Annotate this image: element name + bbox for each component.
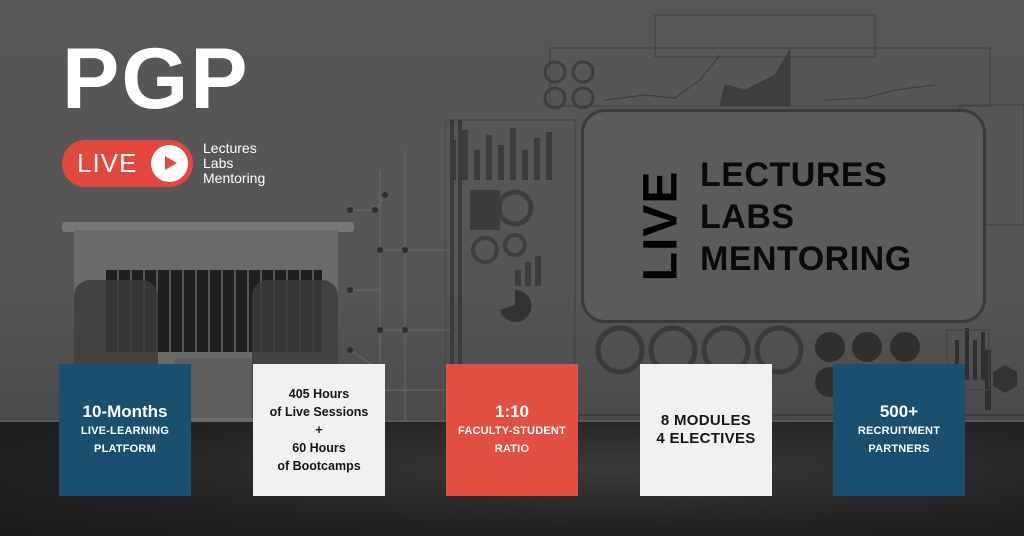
stat-card-ratio: 1:10 FACULTY-STUDENT RATIO <box>446 364 578 496</box>
stat-duration-value: 10-Months <box>82 402 168 421</box>
stat-hours-line1: 405 Hours <box>288 387 350 401</box>
stat-hours-line2: of Live Sessions <box>269 405 369 419</box>
stat-hours-plus: + <box>315 423 323 437</box>
stat-hours-line5: of Bootcamps <box>277 459 361 473</box>
subtitle-labs: Labs <box>203 155 234 171</box>
stat-partners-value: 500+ <box>879 402 919 421</box>
live-badge: LIVE <box>62 140 193 187</box>
live-badge-label: LIVE <box>77 148 138 178</box>
play-icon <box>151 145 188 182</box>
stat-card-duration: 10-Months LIVE-LEARNING PLATFORM <box>59 364 191 496</box>
screen-line-labs: LABS <box>700 198 795 236</box>
stat-card-modules: 8 MODULES 4 ELECTIVES <box>640 364 772 496</box>
screen-line-lectures: LECTURES <box>700 156 888 194</box>
stat-duration-line2: PLATFORM <box>94 443 156 455</box>
screen-vertical-live: LIVE <box>635 168 688 284</box>
stat-hours-line4: 60 Hours <box>292 441 346 455</box>
screen-live-label: LIVE <box>634 170 688 282</box>
stat-card-partners: 500+ RECRUITMENT PARTNERS <box>833 364 965 496</box>
stat-modules-line1: 8 MODULES <box>660 412 752 429</box>
subtitle-mentoring: Mentoring <box>203 170 266 186</box>
screen-list: LECTURES LABS MENTORING <box>700 154 912 280</box>
page-title: PGP <box>62 31 250 127</box>
stat-ratio-line1: FACULTY-STUDENT <box>458 425 566 437</box>
stat-ratio-line2: RATIO <box>494 443 530 455</box>
stat-card-hours: 405 Hours of Live Sessions + 60 Hours of… <box>253 364 385 496</box>
stat-duration-line1: LIVE-LEARNING <box>80 425 170 437</box>
screen-line-mentoring: MENTORING <box>700 240 912 278</box>
stat-ratio-value: 1:10 <box>494 402 530 421</box>
brand-subtitle: Lectures Labs Mentoring <box>203 141 265 186</box>
screen-panel: LIVE LECTURES LABS MENTORING <box>581 109 986 323</box>
laptop-lid <box>62 222 354 232</box>
stat-partners-line1: RECRUITMENT <box>857 425 941 437</box>
play-triangle <box>165 156 177 170</box>
subtitle-lectures: Lectures <box>203 140 257 156</box>
stat-modules-line2: 4 ELECTIVES <box>656 430 756 447</box>
dashboard-graphic <box>444 10 1024 421</box>
stat-partners-line2: PARTNERS <box>868 443 930 455</box>
circuit-decoration <box>340 150 450 420</box>
